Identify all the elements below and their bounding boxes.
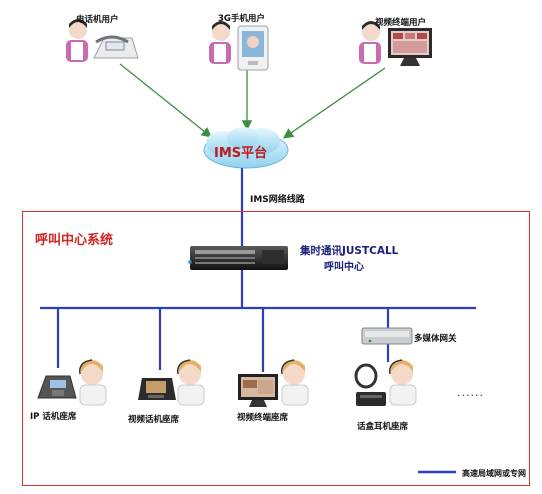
ims-platform-label: IMS平台	[214, 146, 268, 161]
more-seats: ......	[457, 386, 484, 399]
media-gateway-icon	[361, 327, 413, 345]
server-title: 集时通讯JUSTCALL	[300, 245, 399, 257]
seat-label-video-terminal: 视频终端座席	[237, 413, 289, 423]
seat-label-video-phone: 视频话机座席	[128, 415, 180, 425]
server-subtitle: 呼叫中心	[324, 262, 364, 273]
phone-user-avatar	[66, 19, 88, 62]
phone-user-label: 电话机用户	[76, 15, 119, 25]
headset-box-seat-icon	[354, 363, 386, 406]
gateway-label: 多媒体网关	[414, 334, 457, 344]
video-phone-agent-avatar	[177, 359, 205, 406]
ip-phone-seat-icon	[37, 375, 77, 399]
mobile-phone-icon	[237, 25, 269, 71]
legend-label: 高速局域网或专网	[462, 469, 526, 478]
ims-cloud	[203, 127, 289, 169]
video-terminal-icon	[388, 28, 432, 66]
video-phone-seat-icon	[138, 378, 176, 400]
ip-phone-agent-avatar	[79, 359, 107, 406]
3g-user-avatar	[209, 21, 231, 64]
desk-phone-icon	[93, 35, 139, 59]
seat-label-headset: 话盒耳机座席	[357, 422, 409, 432]
headset-box-agent-avatar	[389, 359, 417, 406]
system-title: 呼叫中心系统	[35, 233, 114, 248]
video-user-avatar	[359, 21, 381, 64]
server-icon	[188, 246, 288, 270]
call-center-frame	[22, 211, 530, 486]
video-terminal-seat-icon	[238, 374, 278, 407]
seat-label-ip: IP 话机座席	[30, 412, 77, 422]
video-user-label: 视频终端用户	[375, 18, 427, 28]
3g-user-label: 3G手机用户	[218, 14, 265, 24]
video-terminal-agent-avatar	[281, 359, 309, 406]
ims-line-label: IMS网络线路	[250, 195, 305, 205]
arrow-phone-user	[119, 63, 213, 138]
arrow-video-user	[282, 67, 386, 139]
